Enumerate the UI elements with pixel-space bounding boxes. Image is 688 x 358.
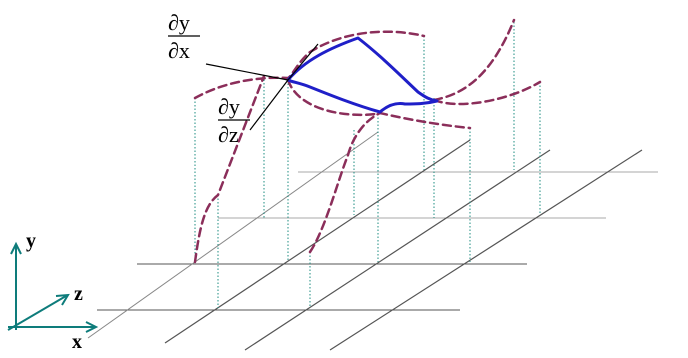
surface-curve-right-lower — [432, 80, 542, 106]
coordinate-axes — [7, 241, 99, 333]
y-axis-arrowhead — [10, 241, 22, 255]
surface-patch-outline — [286, 36, 439, 114]
ground-grid-horizontal — [97, 171, 658, 311]
tangent-line-dydx — [205, 63, 289, 81]
label-dydz-numerator: ∂y — [218, 94, 240, 119]
grid-diagonal-3 — [244, 149, 551, 351]
surface-curve-left-edge — [193, 30, 426, 100]
z-axis-label: z — [74, 283, 83, 305]
grid-diagonal-4 — [329, 149, 643, 351]
tangent-line-dydx-extension — [287, 43, 319, 81]
x-axis-arrowhead — [85, 321, 99, 333]
drop-lines — [194, 22, 541, 308]
tangent-line-dydz — [249, 79, 289, 131]
z-axis-arrow — [7, 295, 67, 331]
surface-curve-middle — [286, 78, 472, 130]
label-dydx: ∂y ∂x — [168, 10, 200, 63]
label-dydx-denominator: ∂x — [168, 38, 190, 63]
label-dydz-denominator: ∂z — [218, 122, 239, 147]
tangent-lines — [205, 43, 319, 131]
label-dydx-numerator: ∂y — [168, 10, 190, 35]
surface-curve-right-edge — [432, 18, 516, 102]
x-axis-label: x — [72, 331, 82, 353]
ground-grid-diagonal — [87, 131, 643, 351]
label-dydz: ∂y ∂z — [218, 94, 250, 147]
surface-curve-front-edge — [193, 74, 266, 264]
y-axis-label: y — [26, 230, 36, 252]
grid-diagonal-1 — [87, 131, 379, 339]
grid-diagonal-2 — [164, 139, 471, 344]
z-axis-arrowhead — [55, 293, 70, 306]
surface-curve-back-edge — [308, 111, 382, 254]
